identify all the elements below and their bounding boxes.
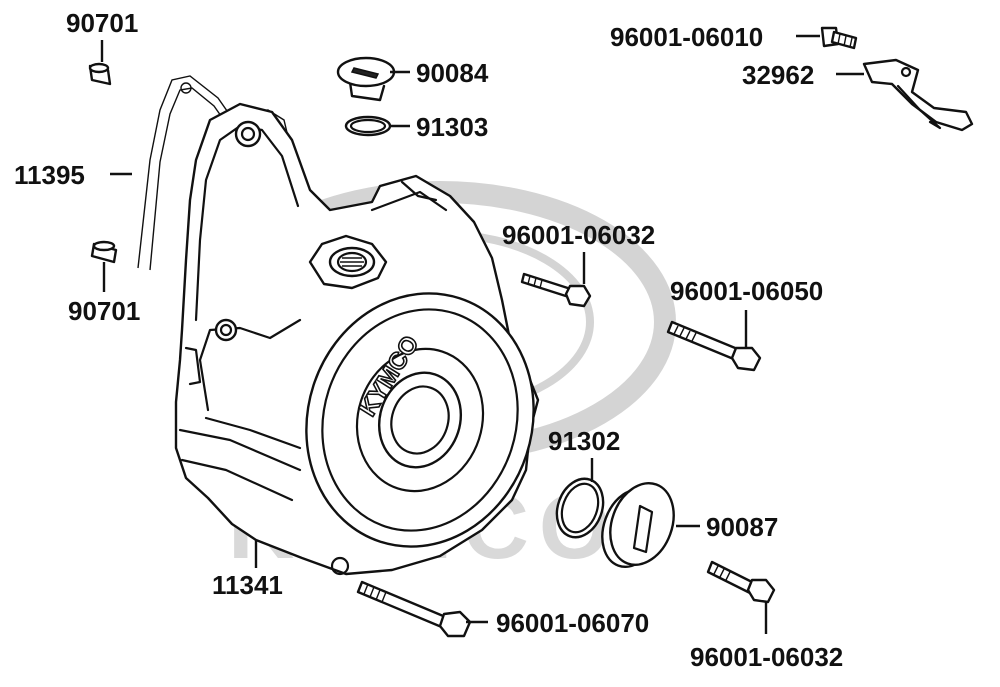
dowel-bottom-part [90, 240, 118, 264]
label-bolt-long-bottom: 96001-06070 [496, 608, 649, 638]
bolt-long-bottom-part [356, 580, 472, 638]
label-dowel-top: 90701 [66, 8, 138, 38]
label-bolt-mid: 96001-06032 [502, 220, 655, 250]
dowel-top-part [88, 62, 112, 86]
label-bolt-long-right: 96001-06050 [670, 276, 823, 306]
bolt-long-right-part [666, 320, 762, 372]
clip-part [862, 58, 974, 132]
label-cover: 11341 [212, 570, 283, 600]
label-clip: 32962 [742, 60, 814, 90]
crankcase-cover-part: KYMCO [174, 102, 540, 576]
label-bolt-bottom-right: 96001-06032 [690, 642, 843, 672]
label-bolt-clip: 96001-06010 [610, 22, 763, 52]
oring-small-inner [349, 118, 387, 134]
cap-part [601, 482, 675, 568]
oil-plug-part [336, 56, 396, 102]
label-gasket: 11395 [14, 160, 85, 190]
bolt-bottom-right-part [706, 560, 776, 604]
leader-lines [100, 34, 864, 634]
oring-large-inner [560, 482, 600, 534]
label-oring-large: 91302 [548, 426, 620, 456]
label-oring-small: 91303 [416, 112, 488, 142]
label-cap: 90087 [706, 512, 778, 542]
bolt-mid-part [520, 272, 592, 308]
bolt-clip-part [820, 26, 858, 50]
label-oil-plug: 90084 [416, 58, 489, 88]
label-dowel-bottom: 90701 [68, 296, 140, 326]
